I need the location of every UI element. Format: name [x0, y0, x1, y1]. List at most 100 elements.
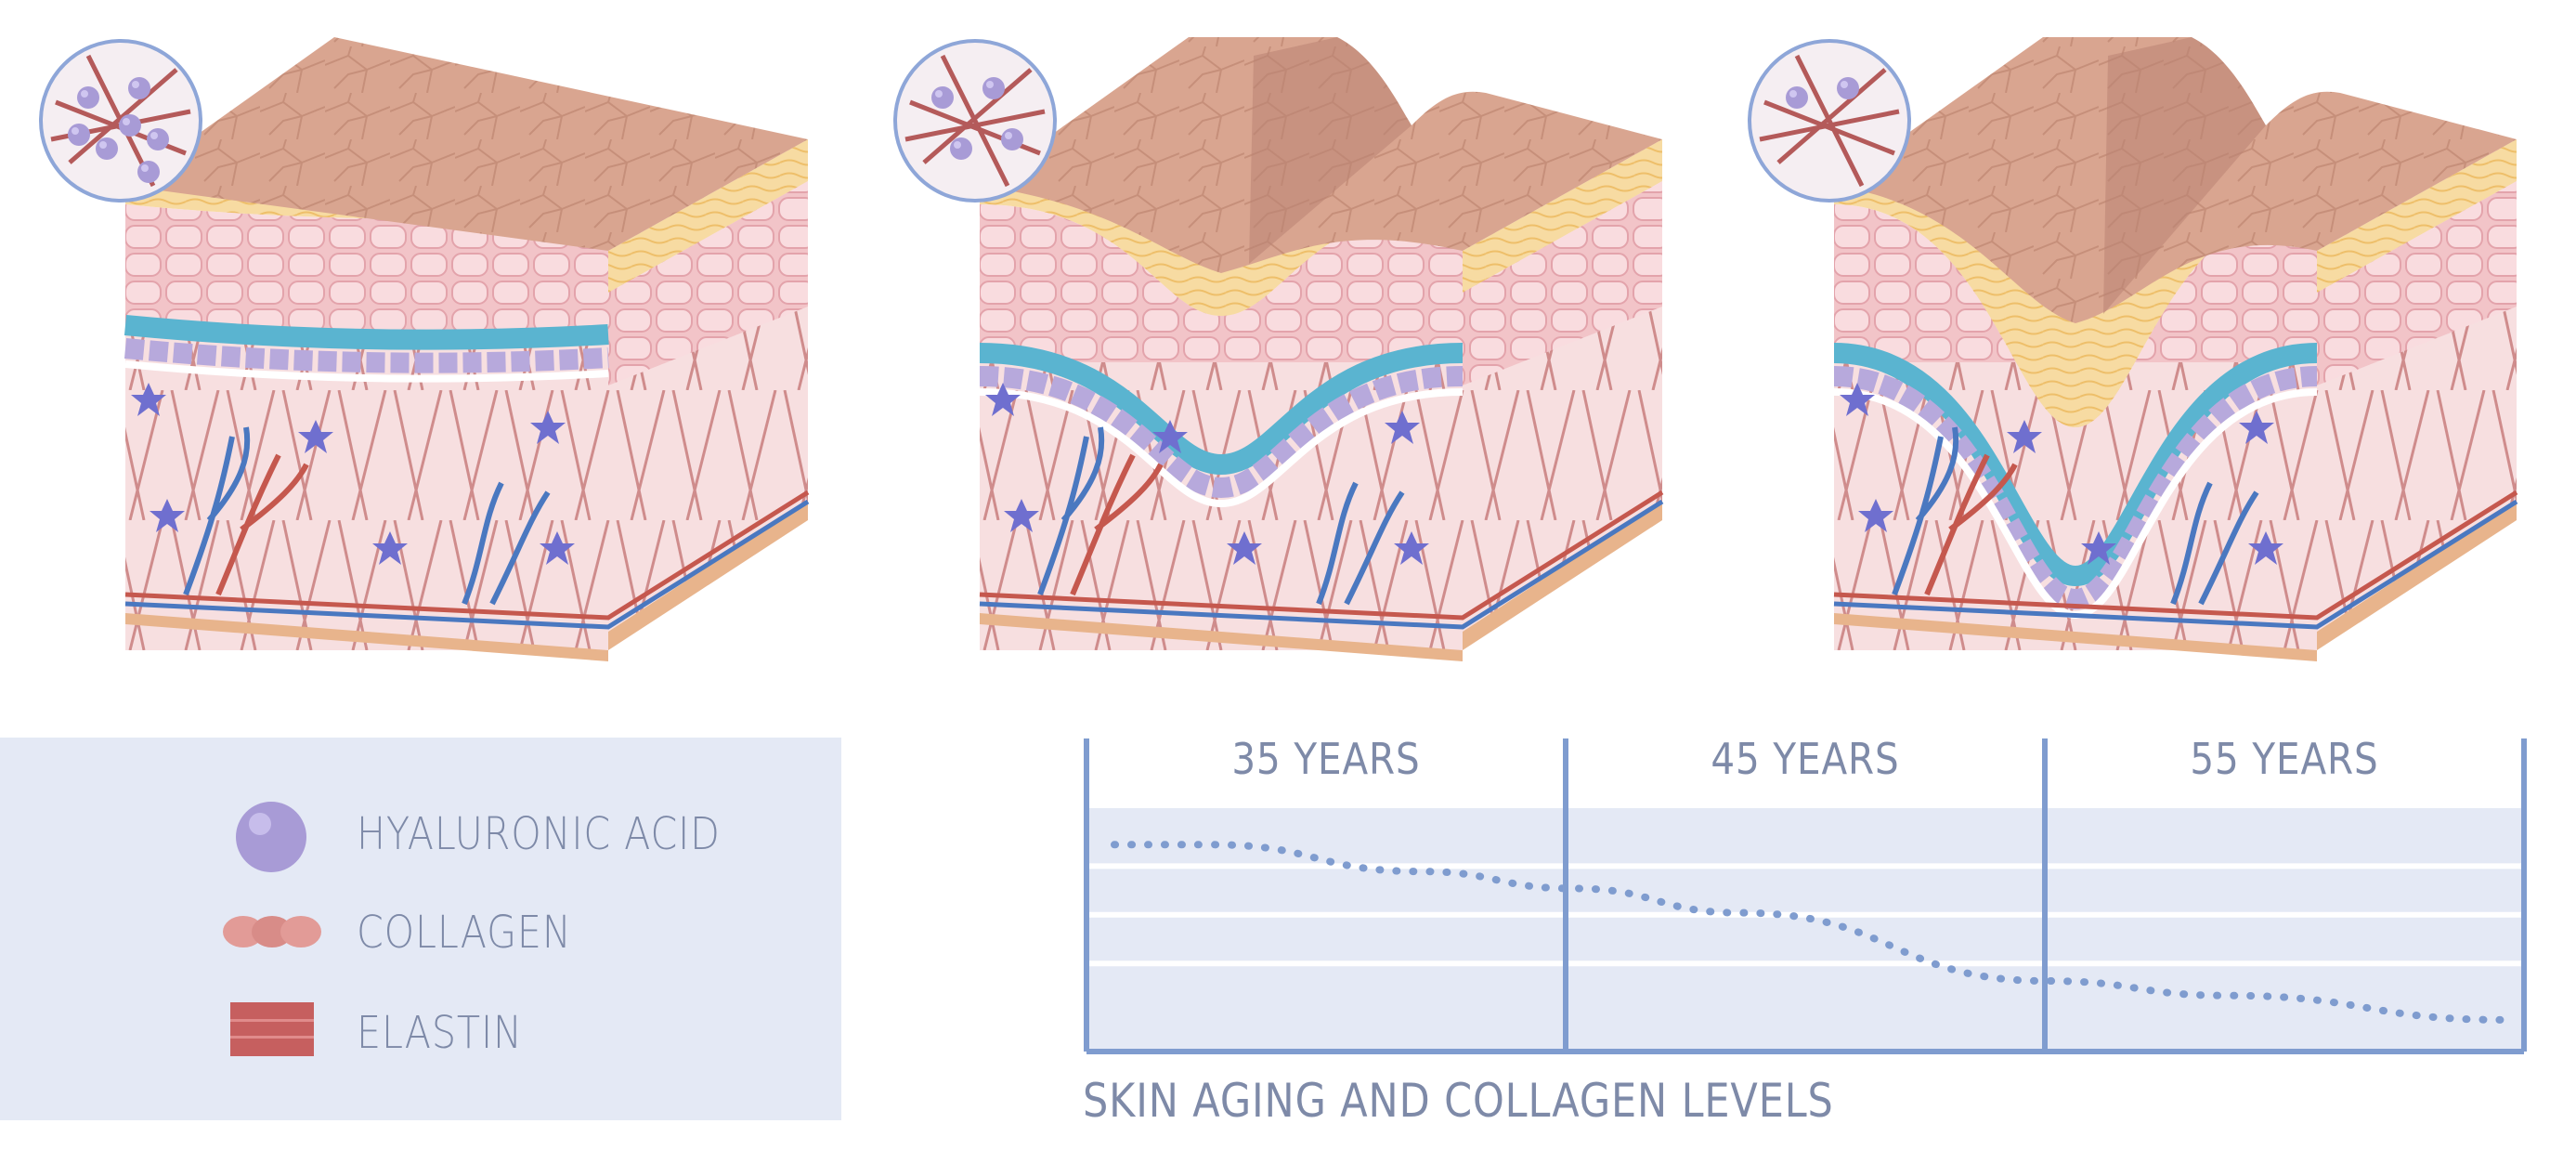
hyaluronic-acid-highlight: [123, 118, 130, 125]
fibroblast-star-icon: [2007, 420, 2042, 453]
stage-label-45-years: 45 YEARS: [1711, 734, 1900, 784]
hyaluronic-acid-molecule: [119, 114, 141, 137]
fibroblast-star-icon: [1152, 420, 1188, 453]
blood-vessel-blue: [183, 426, 251, 596]
side-fat-layer: [1463, 139, 1662, 293]
blood-vessel-blue-2: [1316, 481, 1405, 606]
basal-blue-layer: [979, 343, 1464, 476]
basal-blue-layer: [124, 315, 609, 350]
hyaluronic-acid-molecule: [128, 77, 150, 99]
hyaluronic-acid-molecule: [137, 161, 160, 183]
legend-label-collagen: COLLAGEN: [357, 907, 572, 959]
hyaluronic-acid-molecule: [1001, 128, 1023, 150]
side-cell-layer: [2317, 181, 2517, 386]
elastin-fiber: [1759, 54, 1900, 188]
fibroblast-star-icon: [2239, 411, 2274, 444]
artery-line: [979, 499, 1664, 630]
fibroblast-star-icon: [1385, 411, 1420, 444]
hyaluronic-acid-highlight: [954, 141, 961, 149]
skin-surface: [125, 37, 808, 251]
fibroblast-star-icon: [985, 383, 1021, 416]
fibroblast-star-icon: [298, 420, 333, 453]
collagen-strand-icon: [223, 916, 321, 947]
hyaluronic-acid-highlight: [986, 81, 994, 88]
chart-plot-area: [1086, 808, 2524, 1052]
artery-line: [1833, 499, 2518, 630]
elastin-fiber: [904, 54, 1046, 188]
vein-line: [979, 490, 1664, 621]
blood-vessel-blue-2: [2170, 481, 2259, 606]
magnifier-circle: [893, 39, 1057, 203]
hyaluronic-acid-molecule: [982, 77, 1005, 99]
fibroblast-star-icon: [1394, 531, 1429, 565]
hyaluronic-acid-highlight: [150, 132, 158, 139]
wrinkle-groove-shadow: [2103, 37, 2266, 314]
fibroblast-star-icon: [1840, 383, 1875, 416]
fibroblast-star-icon: [131, 383, 166, 416]
hyaluronic-acid-highlight: [1789, 90, 1797, 98]
fibroblast-star-icon: [530, 411, 566, 444]
hypodermis-base: [980, 613, 1463, 661]
hyaluronic-acid-sphere-icon: [236, 802, 306, 872]
legend-label-hyaluronic-acid: HYALURONIC ACID: [357, 808, 721, 860]
side-fat-layer: [2317, 139, 2517, 293]
side-base: [608, 502, 808, 650]
blood-vessel-red: [1924, 453, 2018, 596]
hyaluronic-acid-molecule: [96, 137, 118, 160]
basal-cell-row: [979, 366, 1464, 499]
hyaluronic-acid-molecule: [950, 137, 972, 160]
hyaluronic-acid-molecule: [931, 86, 954, 109]
legend-panel: HYALURONIC ACID COLLAGEN ELASTIN: [0, 738, 841, 1120]
basal-blue-layer: [1833, 343, 2318, 587]
hyaluronic-acid-highlight: [1841, 81, 1848, 88]
skin-block-1: [39, 37, 810, 661]
hypodermis-base: [1834, 613, 2317, 661]
basal-cell-row: [1833, 366, 2318, 610]
legend-label-elastin: ELASTIN: [357, 1007, 523, 1059]
fibroblast-star-icon: [372, 531, 408, 565]
blood-vessel-blue-2: [462, 481, 551, 606]
hyaluronic-acid-molecule: [77, 86, 99, 109]
hyaluronic-acid-highlight: [141, 164, 149, 172]
epidermis-cell-layer: [980, 204, 1463, 362]
hyaluronic-acid-highlight: [99, 141, 107, 149]
magnifier-circle: [1748, 39, 1911, 203]
vein-line: [124, 490, 810, 621]
hyaluronic-acid-highlight: [81, 90, 88, 98]
hyaluronic-acid-highlight: [132, 81, 139, 88]
fibroblast-star-icon: [1858, 499, 1893, 532]
wrinkle-groove-shadow: [1249, 37, 1412, 264]
basal-cell-row: [124, 338, 609, 373]
epidermis-cell-layer: [125, 204, 608, 334]
vein-line: [1833, 490, 2518, 621]
basement-membrane: [979, 388, 1464, 508]
magnifier-circle: [39, 39, 202, 203]
side-fat-layer: [608, 139, 808, 293]
hyaluronic-acid-highlight: [935, 90, 943, 98]
side-cell-layer: [1463, 181, 1662, 386]
elastin-fiber-icon: [230, 1002, 314, 1056]
hyaluronic-acid-molecule: [1837, 77, 1859, 99]
fibroblast-star-icon: [150, 499, 185, 532]
fibroblast-star-icon: [2081, 531, 2116, 565]
side-base: [2317, 502, 2517, 650]
blood-vessel-blue: [1037, 426, 1105, 596]
stage-label-55-years: 55 YEARS: [2190, 734, 2379, 784]
fibroblast-star-icon: [540, 531, 575, 565]
side-cell-layer: [608, 181, 808, 386]
chart-title: SKIN AGING AND COLLAGEN LEVELS: [1083, 1074, 1834, 1128]
hyaluronic-acid-highlight: [72, 127, 79, 135]
side-base: [1463, 502, 1662, 650]
blood-vessel-red: [215, 453, 309, 596]
skin-block-3: [1748, 37, 2518, 661]
basement-membrane: [124, 360, 609, 383]
fibroblast-star-icon: [1004, 499, 1039, 532]
hyaluronic-acid-molecule: [68, 124, 90, 146]
hyaluronic-acid-molecule: [147, 128, 169, 150]
stage-label-35-years: 35 YEARS: [1231, 734, 1421, 784]
fibroblast-star-icon: [2248, 531, 2283, 565]
blood-vessel-blue: [1892, 426, 1959, 596]
hyaluronic-acid-molecule: [1786, 86, 1808, 109]
hyaluronic-acid-highlight: [1005, 132, 1012, 139]
